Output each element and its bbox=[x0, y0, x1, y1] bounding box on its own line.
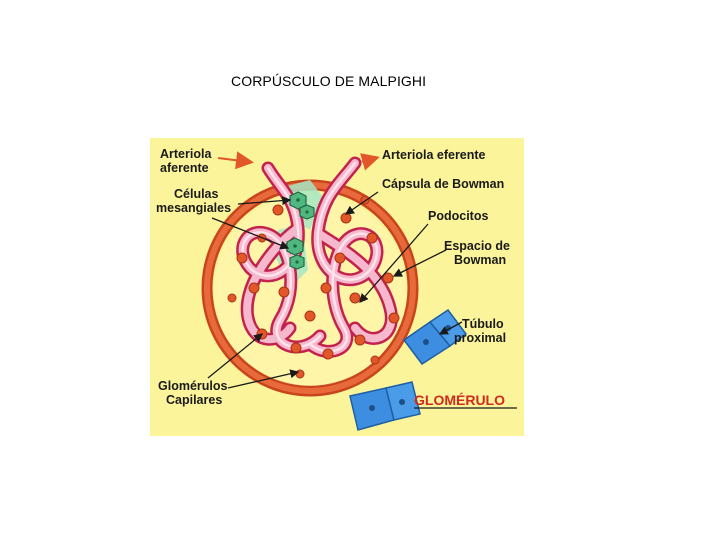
label-mesangial-1: Células bbox=[174, 187, 219, 201]
label-tubule-2: proximal bbox=[454, 331, 506, 345]
pointer-capsule bbox=[344, 191, 379, 215]
label-efferent: Arteriola eferente bbox=[382, 148, 486, 162]
pointer-mesangial-2 bbox=[211, 217, 290, 250]
pointer-capillaries-1 bbox=[207, 333, 264, 379]
pointer-capillaries-2 bbox=[227, 369, 300, 389]
label-afferent-2: aferente bbox=[160, 161, 209, 175]
pointer-tubule bbox=[438, 321, 463, 335]
label-capillaries-2: Capilares bbox=[166, 393, 222, 407]
afferent-arrow bbox=[217, 151, 254, 170]
label-capillaries-1: Glomérulos bbox=[158, 379, 228, 393]
slide-title: CORPÚSCULO DE MALPIGHI bbox=[231, 73, 427, 89]
label-podocytes: Podocitos bbox=[428, 209, 488, 223]
label-bowman-capsule: Cápsula de Bowman bbox=[382, 177, 504, 191]
label-caption: GLOMÉRULO bbox=[414, 392, 505, 408]
label-mesangial-2: mesangiales bbox=[156, 201, 231, 215]
glomerulus-diagram: Arteriola aferente Arteriola eferente Cé… bbox=[150, 138, 524, 436]
efferent-arrow bbox=[360, 153, 380, 171]
proximal-tubule bbox=[349, 308, 468, 431]
pointer-podocytes bbox=[359, 223, 429, 303]
label-bowman-space-1: Espacio de bbox=[444, 239, 510, 253]
pointer-mesangial-1 bbox=[237, 196, 292, 206]
podocytes bbox=[227, 195, 400, 379]
glomerular-capillaries bbox=[236, 156, 398, 358]
mesangial-cells bbox=[286, 191, 315, 270]
pointer-bowman-space bbox=[392, 249, 447, 277]
label-bowman-space-2: Bowman bbox=[454, 253, 506, 267]
label-afferent-1: Arteriola bbox=[160, 147, 212, 161]
label-tubule-1: Túbulo bbox=[462, 317, 504, 331]
